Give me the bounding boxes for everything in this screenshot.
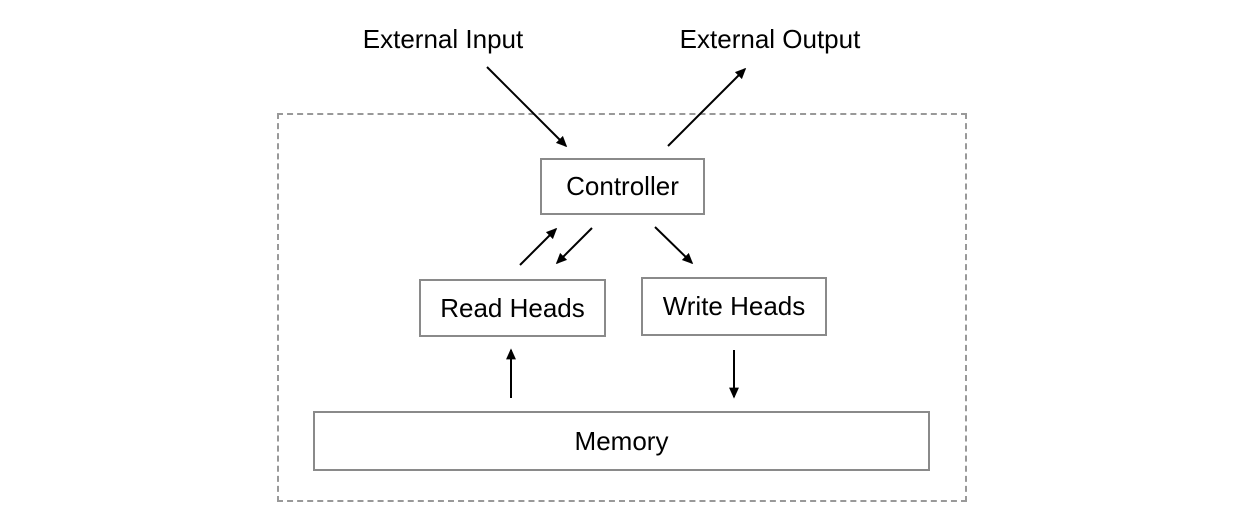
memory-node: Memory [313,411,930,471]
write-heads-node: Write Heads [641,277,827,336]
read-heads-node: Read Heads [419,279,606,337]
external-input-label: External Input [362,24,524,54]
external-output-label: External Output [679,24,861,54]
memory-node-label: Memory [574,425,669,456]
write-heads-node-label: Write Heads [662,291,806,321]
read-heads-node-label: Read Heads [440,292,585,323]
machine-boundary-dashed-box [277,113,967,502]
controller-node: Controller [540,158,705,215]
controller-node-label: Controller [566,171,679,201]
